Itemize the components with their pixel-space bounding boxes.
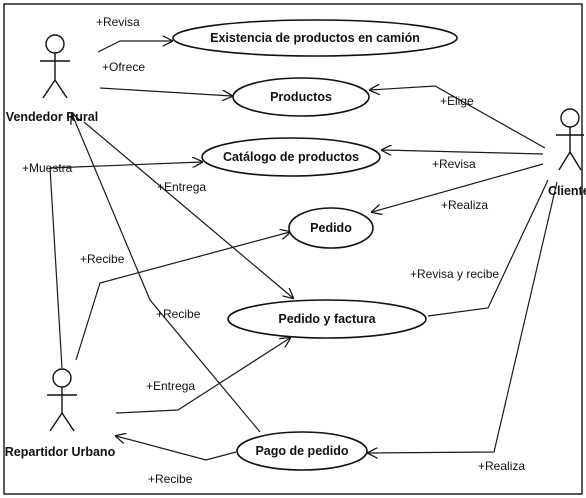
label-elige: +Elige [440,94,474,108]
label-realiza-pago: +Realiza [478,459,525,473]
edge-recibe-factura [72,114,261,433]
label-revisa-recibe: +Revisa y recibe [410,267,499,281]
use-case-productos-label: Productos [270,90,332,104]
edge-muestra-catalogo [49,162,202,369]
edge-entrega-factura [83,121,293,298]
use-case-pedido-factura-label: Pedido y factura [278,312,376,326]
use-case-existencia-label: Existencia de productos en camión [210,31,420,45]
label-realiza-pedido: +Realiza [441,198,488,212]
actor-repartidor-label: Repartidor Urbano [5,445,116,459]
edge-revisa-catalogo [382,150,544,154]
actor-vendedor[interactable]: Vendedor Rural [6,34,98,124]
label-revisa-catalogo: +Revisa [432,157,476,171]
actor-repartidor-icon [47,368,77,432]
use-case-pago-label: Pago de pedido [255,444,348,458]
use-case-pago[interactable]: Pago de pedido [236,431,368,471]
edge-recibe-pedido [75,232,290,361]
edge-realiza-pedido [372,163,544,212]
actor-repartidor[interactable]: Repartidor Urbano [5,368,116,459]
edge-entrega-repartidor [115,338,290,414]
use-case-catalogo[interactable]: Catálogo de productos [201,137,381,177]
use-case-existencia[interactable]: Existencia de productos en camión [172,19,458,57]
label-entrega-vendedor: +Entrega [157,180,206,194]
label-revisa-existencia: +Revisa [96,15,140,29]
use-case-productos[interactable]: Productos [232,77,370,117]
actor-cliente[interactable]: Cliente [548,108,586,198]
actor-vendedor-label: Vendedor Rural [6,110,98,124]
label-recibe-pago: +Recibe [148,472,193,486]
actor-cliente-label: Cliente [548,184,586,198]
edge-ofrece-productos [99,87,232,96]
actor-cliente-icon [556,108,584,171]
label-ofrece: +Ofrece [102,60,145,74]
label-muestra: +Muestra [22,161,73,175]
label-entrega-repartidor: +Entrega [146,379,195,393]
use-case-pedido-label: Pedido [310,221,352,235]
use-case-catalogo-label: Catálogo de productos [223,150,359,164]
edge-realiza-pago [368,181,558,453]
label-recibe-factura: +Recibe [156,307,201,321]
edge-recibe-pago [116,436,237,461]
edge-revisa-existencia [97,41,172,53]
use-cases: Existencia de productos en camión Produc… [172,19,458,471]
edge-labels: +Revisa +Ofrece +Elige +Muestra +Revisa … [22,15,525,486]
label-recibe-pedido: +Recibe [80,252,125,266]
use-case-pedido[interactable]: Pedido [288,207,374,249]
edges [49,41,558,461]
edge-revisa-recibe [427,179,549,317]
actor-vendedor-icon [40,34,70,99]
edge-elige-productos [370,86,546,149]
use-case-pedido-factura[interactable]: Pedido y factura [227,299,427,339]
